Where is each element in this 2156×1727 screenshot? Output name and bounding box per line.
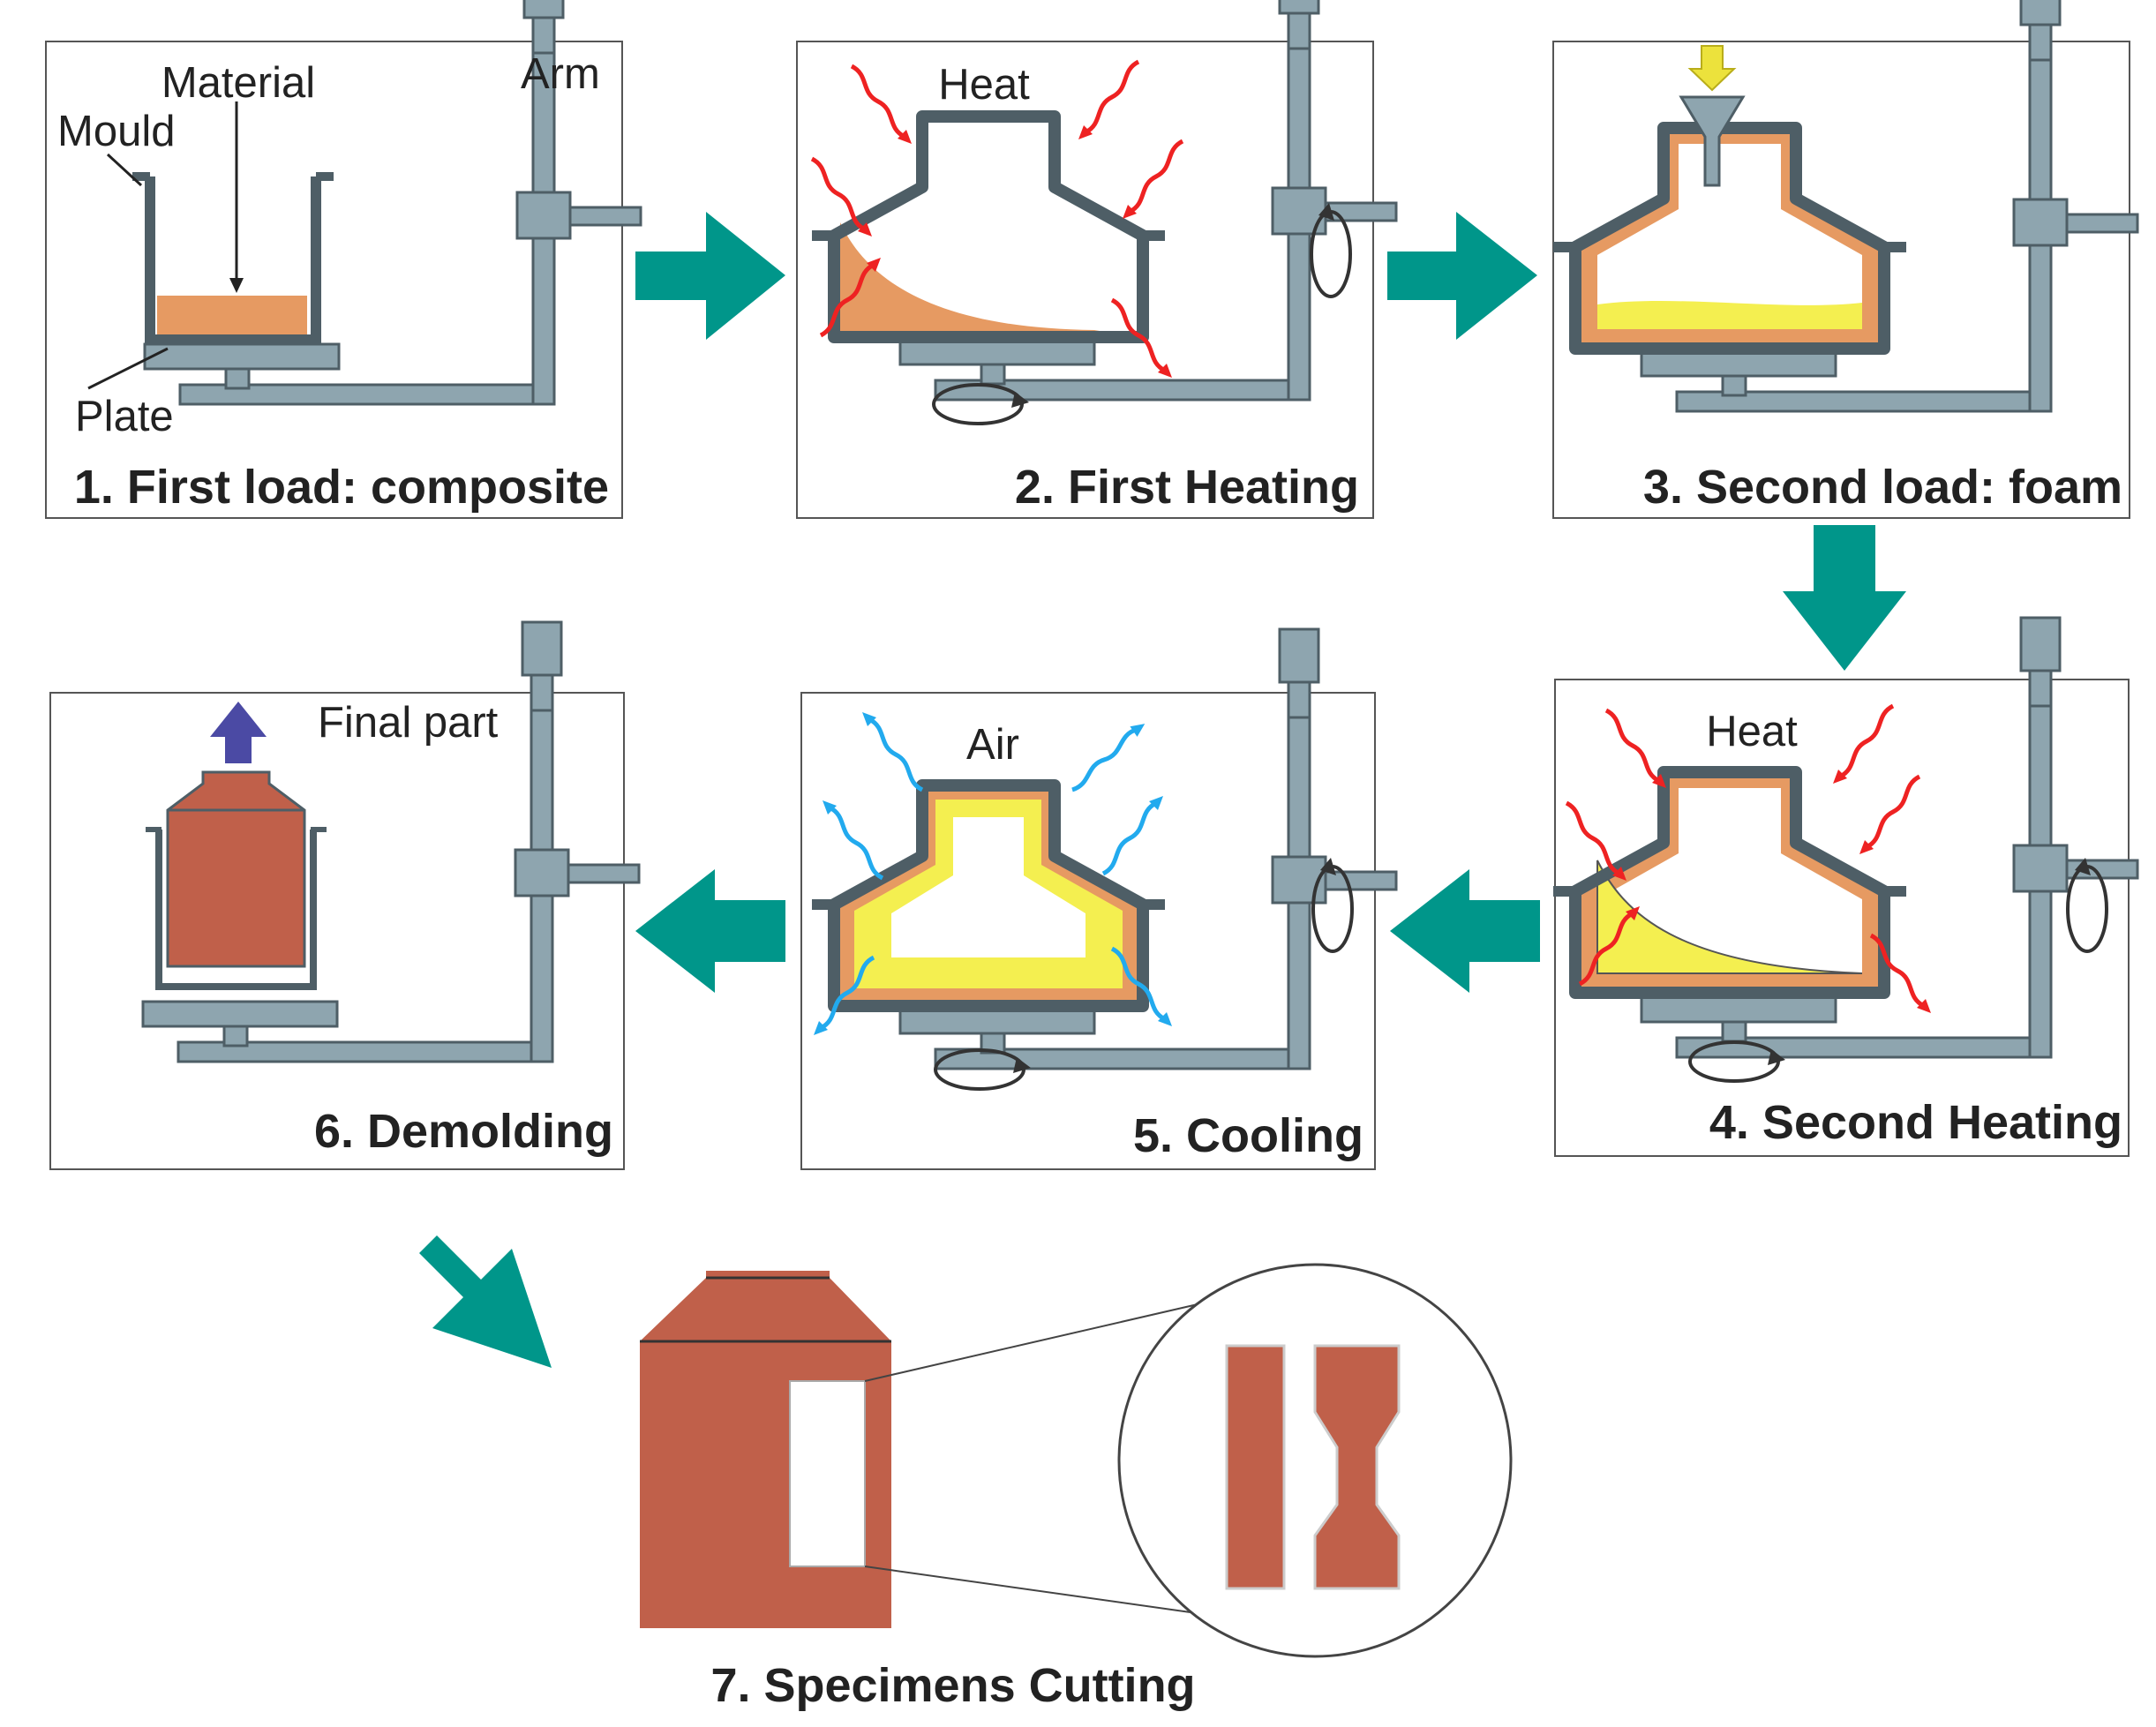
final-part (166, 770, 306, 968)
step-6-panel: Final part 6. Demolding (49, 620, 641, 1170)
step-2-caption: 2. First Heating (1015, 461, 1359, 514)
step-5-caption: 5. Cooling (1133, 1109, 1363, 1162)
magnifier-circle (1117, 1263, 1513, 1658)
heat-label: Heat (938, 61, 1030, 109)
foam-layer (1596, 860, 1863, 974)
mould-label: Mould (57, 108, 175, 155)
step-4-caption: 4. Second Heating (1709, 1096, 2122, 1149)
step-7-caption: 7. Specimens Cutting (710, 1659, 1195, 1712)
flow-arrow-1-2 (635, 212, 785, 340)
step-4-panel: Heat 4. Second Heating (1553, 616, 2139, 1157)
step-3-caption: 3. Second load: foam (1643, 461, 2122, 514)
flow-arrow-6-7 (419, 1235, 552, 1368)
funnel-icon (1679, 95, 1746, 187)
flow-arrow-4-5 (1390, 869, 1540, 993)
air-label: Air (966, 721, 1019, 769)
composite-material (157, 296, 307, 340)
dogbone-specimen (1313, 1344, 1401, 1590)
step-2-panel: Heat 2. First Heating (796, 0, 1398, 519)
final-part-label: Final part (318, 699, 499, 747)
open-mould (155, 830, 317, 990)
open-mould (145, 176, 321, 345)
flow-arrow-3-4 (1783, 525, 1906, 671)
material-label: Material (162, 59, 315, 107)
step-1-caption: 1. First load: composite (74, 461, 609, 514)
up-arrow-icon (210, 702, 267, 763)
bar-specimen (1225, 1344, 1286, 1590)
step-6-caption: 6. Demolding (314, 1105, 613, 1158)
arm-label: Arm (521, 50, 600, 98)
foam-material (1597, 301, 1862, 329)
composite-layer (840, 222, 1137, 337)
step-3-panel: 3. Second load: foam (1553, 0, 2139, 519)
cut-window (789, 1380, 866, 1567)
heat-label: Heat (1706, 708, 1798, 755)
step-7-specimens: 7. Specimens Cutting (640, 1263, 1513, 1712)
step-1-panel: Material Mould Arm Plate 1. First load: … (45, 0, 642, 519)
step-5-panel: Air 5. Cooling (800, 627, 1398, 1170)
plate-label: Plate (75, 393, 174, 440)
flow-arrow-5-6 (635, 869, 785, 993)
flow-arrow-2-3 (1387, 212, 1537, 340)
load-arrow-icon (1687, 45, 1737, 92)
